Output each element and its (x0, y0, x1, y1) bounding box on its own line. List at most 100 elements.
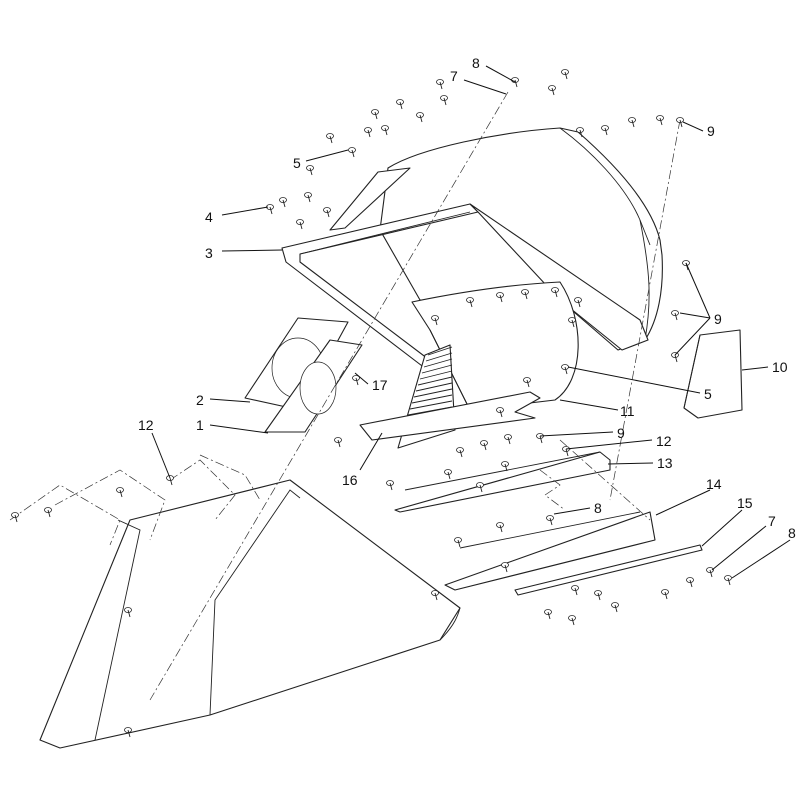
rail-upper (394, 451, 611, 513)
callout-9-center: 9 (617, 425, 625, 441)
callout-14: 14 (706, 476, 722, 492)
callout-11: 11 (620, 403, 635, 419)
fastener-shank (524, 291, 528, 300)
fastener-shank (419, 114, 423, 123)
fastener-shank (309, 167, 313, 176)
mesh-hatch (413, 388, 453, 398)
fastener-shank (434, 592, 438, 601)
fastener-shank (384, 127, 388, 136)
fastener-shank (119, 489, 123, 498)
mesh-hatch (423, 358, 453, 368)
fastener-shank (282, 199, 286, 208)
fastener-shank (507, 436, 511, 445)
fastener-shank (514, 79, 518, 88)
callout-15: 15 (737, 495, 753, 511)
mesh-hatch (421, 364, 453, 374)
hood-side-panel (329, 167, 411, 231)
fastener-shank (597, 592, 601, 601)
fastener-shank (565, 448, 569, 457)
fastener-shank (439, 81, 443, 90)
strap (514, 544, 703, 596)
fastener-shank (351, 149, 355, 158)
callout-12-left: 12 (138, 417, 154, 433)
fastener-shank (355, 377, 359, 386)
leader-lines (151, 65, 791, 579)
callout-labels: 8 7 9 5 4 3 9 10 2 17 5 1 11 12 9 12 13 … (138, 55, 796, 541)
fastener-shank (577, 299, 581, 308)
side-cover-plate (683, 329, 743, 419)
callout-5-upper: 5 (293, 155, 301, 171)
fastener-shank (329, 135, 333, 144)
fastener-shank (564, 71, 568, 80)
fastener-shank (367, 129, 371, 138)
fastener-shank (399, 101, 403, 110)
fastener-shank (307, 194, 311, 203)
fastener-shank (631, 119, 635, 128)
callout-16: 16 (342, 472, 358, 488)
fastener-shank (434, 317, 438, 326)
fastener-shank (499, 409, 503, 418)
fastener-shank (326, 209, 330, 218)
fastener-shank (727, 577, 731, 586)
fastener-shank (659, 117, 663, 126)
callout-7-top: 7 (450, 68, 458, 84)
fastener-shank (579, 129, 583, 138)
fastener-shank (483, 442, 487, 451)
fastener-shank (571, 617, 575, 626)
fastener-shank (169, 477, 173, 486)
fastener-shank (337, 439, 341, 448)
callout-5-lower: 5 (704, 386, 712, 402)
fastener-shank (504, 463, 508, 472)
mesh-hatch (419, 370, 453, 380)
mounting-plate-inner (264, 339, 363, 433)
fastener-shank (14, 514, 18, 523)
callout-3: 3 (205, 245, 213, 261)
fastener-shank (299, 221, 303, 230)
fastener-shank (127, 729, 131, 738)
callout-7-bottom: 7 (768, 513, 776, 529)
hardware-fasteners (11, 69, 732, 738)
fastener-shank (574, 587, 578, 596)
callout-13: 13 (657, 455, 673, 471)
rail-lower (444, 511, 656, 591)
fastener-shank (554, 289, 558, 298)
fastener-shank (571, 319, 575, 328)
fastener-shank (549, 517, 553, 526)
fastener-shank (47, 509, 51, 518)
callout-9-top: 9 (707, 123, 715, 139)
mesh-hatch (415, 382, 453, 392)
fastener-shank (547, 611, 551, 620)
fastener-shank (674, 354, 678, 363)
fastener-shank (526, 379, 530, 388)
mesh-hatch (425, 352, 453, 362)
mesh-hatch (427, 346, 453, 356)
callout-4: 4 (205, 209, 213, 225)
fastener-shank (709, 569, 713, 578)
callout-10: 10 (772, 359, 788, 375)
fastener-shank (469, 299, 473, 308)
fastener-shank (499, 294, 503, 303)
fastener-shank (564, 366, 568, 375)
fastener-shank (389, 482, 393, 491)
lower-housing (39, 479, 461, 749)
fastener-shank (679, 119, 683, 128)
fastener-shank (459, 449, 463, 458)
fastener-shank (443, 97, 447, 106)
fastener-shank (539, 435, 543, 444)
assembly-centerlines (9, 91, 681, 701)
fastener-shank (604, 127, 608, 136)
fastener-shank (269, 206, 273, 215)
fastener-shank (447, 471, 451, 480)
callout-17: 17 (372, 377, 388, 393)
mesh-hatch (411, 394, 453, 404)
callout-8-bottom: 8 (788, 525, 796, 541)
callout-9-right: 9 (714, 311, 722, 327)
callout-8-middle: 8 (594, 500, 602, 516)
fastener-shank (504, 564, 508, 573)
fastener-shank (664, 591, 668, 600)
fastener-shank (614, 604, 618, 613)
lower-strip (359, 391, 541, 441)
callout-2: 2 (196, 392, 204, 408)
fastener-shank (479, 484, 483, 493)
